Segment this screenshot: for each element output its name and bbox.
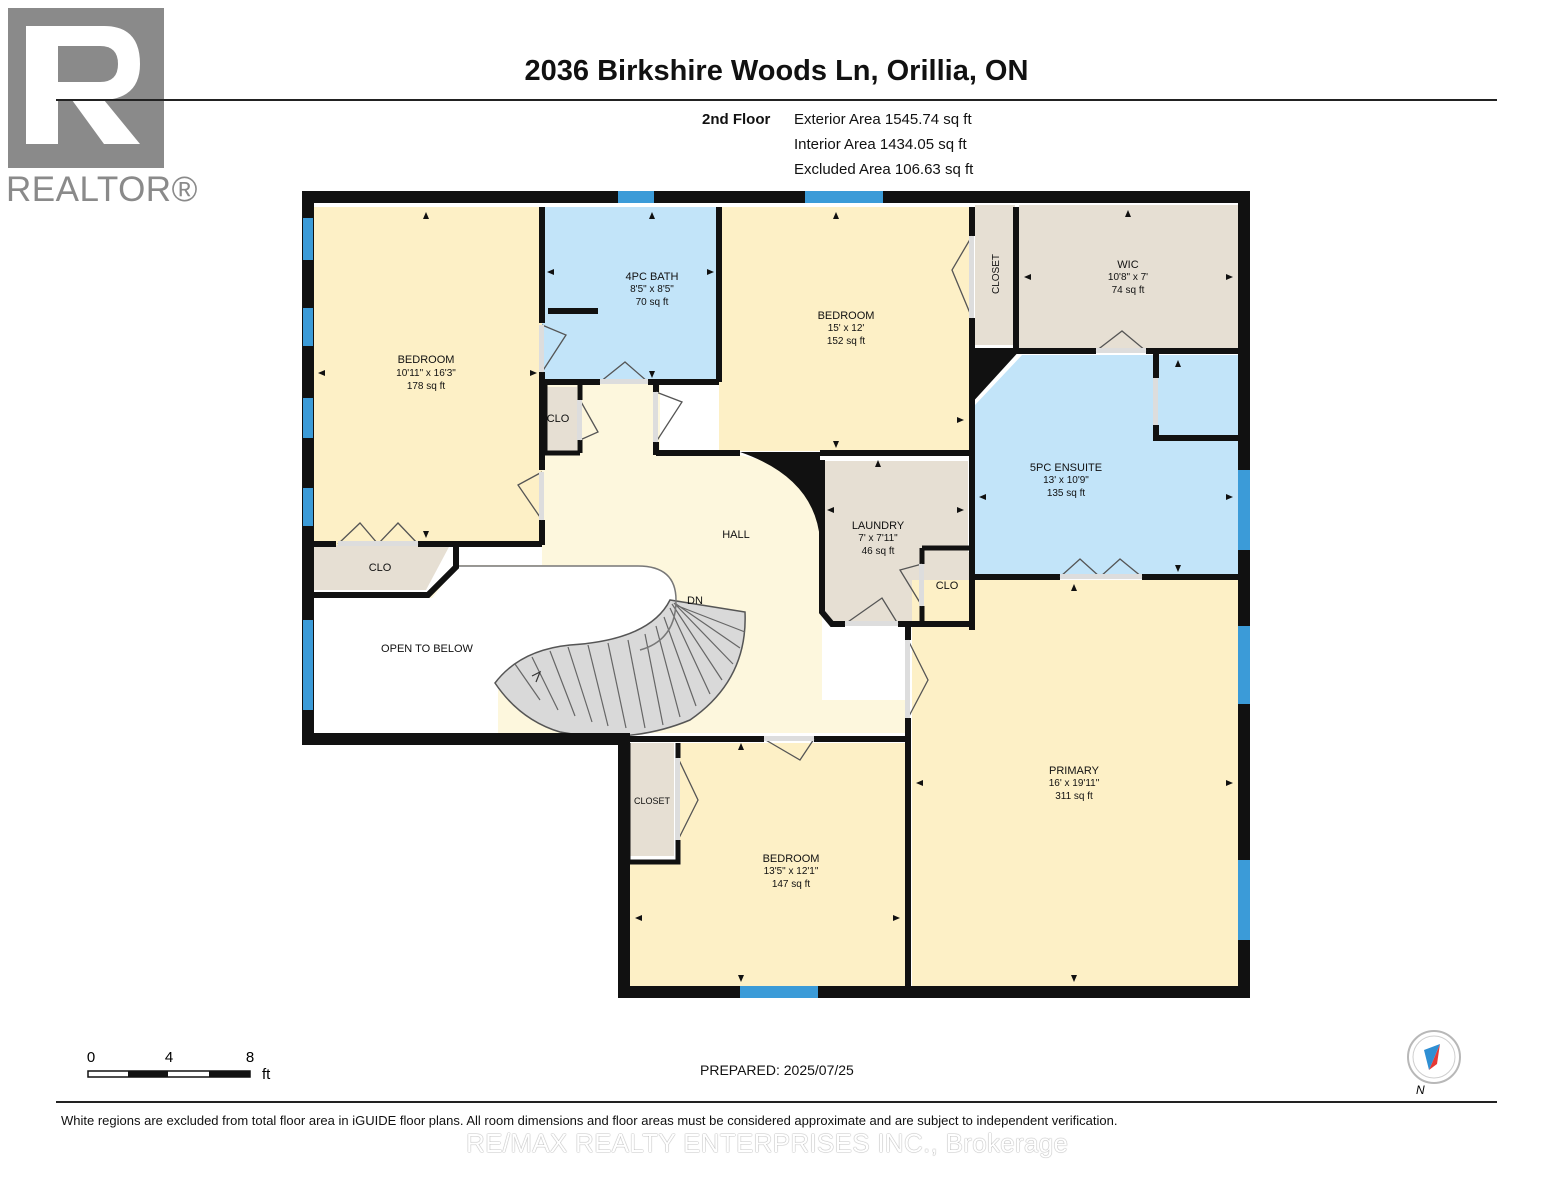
bath-4pc-name: 4PC BATH xyxy=(626,271,679,283)
bedroom-s-name: BEDROOM xyxy=(763,853,820,865)
walls xyxy=(302,191,1250,998)
bath-4pc-dims: 8'5" x 8'5" xyxy=(630,284,674,295)
closet-n-label: CLOSET xyxy=(991,254,1002,294)
clo-west-label: CLO xyxy=(369,562,392,574)
bedroom-s-area: 147 sq ft xyxy=(772,879,811,890)
floor-label: 2nd Floor xyxy=(702,111,771,128)
laundry-name: LAUNDRY xyxy=(852,520,905,532)
room-closet-s xyxy=(630,743,674,856)
room-4pc-bath xyxy=(542,207,719,382)
bedroom-nw-name: BEDROOM xyxy=(398,354,455,366)
primary-dims: 16' x 19'11" xyxy=(1049,778,1100,789)
staircase xyxy=(458,565,746,738)
ensuite-name: 5PC ENSUITE xyxy=(1030,462,1102,474)
bedroom-s-dims: 13'5" x 12'1" xyxy=(764,866,819,877)
open-to-below-label: OPEN TO BELOW xyxy=(381,643,474,655)
stairs-dn-label: DN xyxy=(687,595,703,607)
bedroom-nw-dims: 10'11" x 16'3" xyxy=(396,368,456,379)
wic-dims: 10'8" x 7' xyxy=(1108,272,1148,283)
prepared-date: PREPARED: 2025/07/25 xyxy=(700,1062,854,1078)
primary-area: 311 sq ft xyxy=(1055,791,1093,802)
ensuite-area: 135 sq ft xyxy=(1047,488,1086,499)
excluded-area: Excluded Area 106.63 sq ft xyxy=(794,161,974,178)
bath-4pc-area: 70 sq ft xyxy=(636,297,669,308)
footer-divider xyxy=(56,1101,1497,1103)
brokerage-watermark: RE/MAX REALTY ENTERPRISES INC., Brokerag… xyxy=(466,1128,1069,1158)
clo-hall-label: CLO xyxy=(547,413,570,425)
dimension-arrows xyxy=(318,210,1233,982)
ensuite-dims: 13' x 10'9" xyxy=(1043,475,1089,486)
wic-name: WIC xyxy=(1117,259,1138,271)
page-title: 2036 Birkshire Woods Ln, Orillia, ON xyxy=(524,55,1029,87)
compass-icon: N xyxy=(1407,1030,1461,1097)
room-closet-n xyxy=(975,205,1015,345)
laundry-area: 46 sq ft xyxy=(862,546,895,557)
realtor-logo-mark xyxy=(8,8,164,168)
bedroom-n-dims: 15' x 12' xyxy=(828,323,865,334)
scale-tick-8: 8 xyxy=(246,1049,254,1066)
door-swings xyxy=(337,235,1157,841)
room-bedroom-nw xyxy=(313,207,542,545)
bedroom-n-name: BEDROOM xyxy=(818,310,875,322)
room-wic xyxy=(1019,205,1238,348)
windows xyxy=(303,191,1250,998)
scale-bar: 0 4 8 ft xyxy=(87,1049,271,1083)
primary-name: PRIMARY xyxy=(1049,765,1100,777)
clo-laundry-label: CLO xyxy=(936,580,959,592)
wic-area: 74 sq ft xyxy=(1112,285,1145,296)
disclaimer-text: White regions are excluded from total fl… xyxy=(61,1113,1118,1128)
realtor-logo: REALTOR® xyxy=(0,0,197,215)
wall-corner-ensuite xyxy=(970,348,1022,405)
laundry-dims: 7' x 7'11" xyxy=(858,533,898,544)
wall-curve xyxy=(740,452,820,540)
room-primary xyxy=(912,580,1238,986)
exterior-area: Exterior Area 1545.74 sq ft xyxy=(794,111,972,128)
room-bedroom-n xyxy=(719,207,969,451)
bedroom-nw-area: 178 sq ft xyxy=(407,381,446,392)
room-5pc-ensuite xyxy=(975,355,1238,576)
hall-label: HALL xyxy=(722,529,750,541)
room-clo-hall xyxy=(545,387,577,451)
door-openings xyxy=(338,236,1158,840)
open-to-below-area xyxy=(313,566,676,735)
closet-s-label: CLOSET xyxy=(634,796,671,806)
scale-tick-0: 0 xyxy=(87,1049,95,1066)
realtor-wordmark: REALTOR® xyxy=(6,170,198,209)
scale-tick-4: 4 xyxy=(165,1049,173,1066)
room-clo-west xyxy=(313,545,450,590)
bedroom-n-area: 152 sq ft xyxy=(827,336,866,347)
scale-unit: ft xyxy=(262,1066,271,1083)
interior-area: Interior Area 1434.05 sq ft xyxy=(794,136,967,153)
compass-north-label: N xyxy=(1416,1083,1425,1097)
room-bedroom-s xyxy=(630,743,905,987)
header-divider xyxy=(56,99,1497,101)
